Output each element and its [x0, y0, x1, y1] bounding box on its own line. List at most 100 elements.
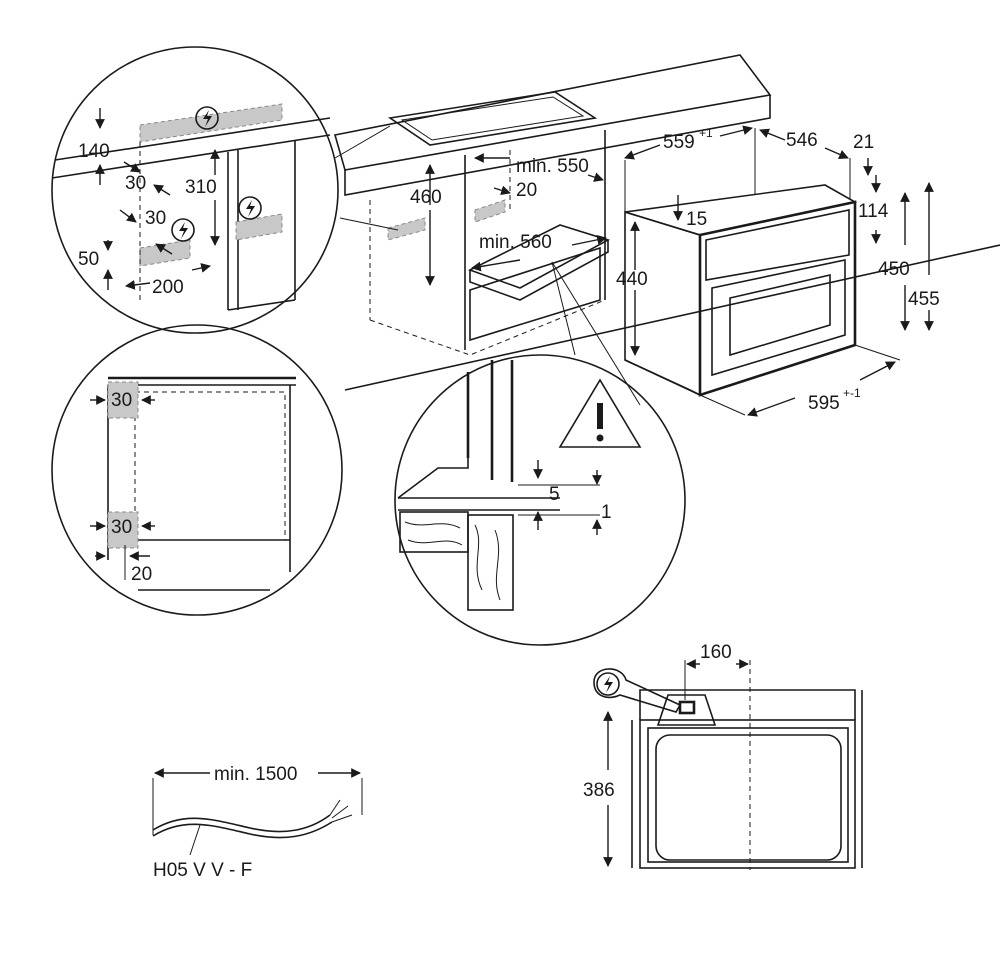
control-panel	[705, 209, 850, 281]
dim-546-right	[824, 147, 849, 159]
worktop-edge	[344, 95, 771, 196]
detail1-zone-right	[235, 213, 283, 241]
dim-20-arrow	[493, 185, 511, 196]
ext-line-b	[854, 344, 901, 361]
cable-length: min. 1500	[214, 764, 297, 785]
front-view: 160 386	[583, 642, 863, 870]
oven-bottom	[624, 359, 701, 396]
detail2-gap-top	[107, 381, 139, 419]
detail1-zone-left	[139, 239, 191, 267]
dim-546: 546	[786, 130, 818, 151]
dim-595: 595	[808, 393, 840, 414]
front-window	[655, 734, 842, 861]
dim-15: 15	[686, 209, 707, 230]
callout-line-1	[334, 125, 391, 159]
dim-559: 559	[663, 132, 695, 153]
worktop	[333, 54, 772, 171]
oven-window	[729, 273, 831, 357]
dim-50: 50	[78, 249, 99, 270]
front-outer	[639, 719, 856, 869]
dim-550-right	[587, 172, 604, 182]
dim-1: 1	[601, 502, 612, 523]
detail2-gap-bottom	[107, 511, 139, 549]
dim-546-left	[759, 128, 786, 141]
dim-595-right	[859, 361, 896, 381]
front-inner	[647, 727, 849, 863]
callout-line-4	[551, 261, 641, 406]
dim-30-top: 30	[111, 390, 132, 411]
dim-595-tol: +-1	[843, 386, 861, 400]
callout-line-3	[551, 261, 576, 356]
cable-leader	[189, 824, 201, 856]
callout-line-2	[339, 217, 399, 231]
dim-440: 440	[616, 269, 648, 290]
dim-20: 20	[516, 180, 537, 201]
detail3-wood-grain	[474, 524, 501, 601]
dim-30a-arrow	[123, 161, 141, 173]
cable-wires	[329, 799, 353, 823]
hob-inner	[400, 96, 585, 141]
oven-appliance: 559 +1 546 21 15 440 114 450 455	[616, 125, 940, 417]
electric-connection-icon	[171, 218, 195, 242]
dim-30b: 30	[145, 208, 166, 229]
dim-30b-arrow2	[155, 243, 173, 255]
detail-socket-position: 140 30 310 30 50 200	[51, 46, 339, 334]
electric-connection-icon	[195, 106, 219, 130]
dim-559-tol: +1	[699, 126, 713, 140]
detail2-oven-outline	[134, 391, 286, 541]
detail-ventilation: 30 30 20	[51, 324, 343, 616]
front-top-frame	[639, 689, 856, 720]
dim-560-left	[471, 259, 521, 272]
dim-450: 450	[878, 259, 910, 280]
plinth-dash	[369, 299, 606, 356]
dim-5: 5	[549, 484, 560, 505]
front-socket-box	[656, 694, 717, 726]
electric-connection-icon	[596, 672, 620, 696]
oven-side	[624, 210, 701, 397]
cable-type: H05 V V - F	[153, 860, 252, 881]
detail1-zone-top	[139, 103, 283, 143]
detail-circle-2	[51, 324, 343, 616]
hob-cutout	[387, 91, 598, 146]
detail3-profile	[397, 458, 469, 499]
cable-line-1	[152, 814, 331, 833]
cabinet-scene: 460 min. 550 20 min. 560	[333, 54, 1000, 391]
dim-560-right	[571, 234, 607, 246]
detail-circle-1	[51, 46, 339, 334]
cable-detail: min. 1500 H05 V V - F	[152, 764, 363, 881]
shelf-edge	[469, 240, 609, 301]
dim-21: 21	[853, 132, 874, 153]
dim-30b-arrow	[119, 209, 137, 223]
socket-zone-right	[474, 199, 506, 223]
dim-min560: min. 560	[479, 232, 552, 253]
dim-30a: 30	[125, 173, 146, 194]
dim-559-right	[719, 125, 753, 137]
ext-line-a	[699, 394, 746, 416]
dim-200-right	[191, 263, 211, 273]
lower-drawer	[469, 246, 601, 342]
dim-310: 310	[185, 177, 217, 198]
electric-connection-icon	[238, 196, 262, 220]
front-callout-bubble	[593, 668, 682, 713]
dim-595-left	[747, 397, 796, 417]
detail3-wood-shelf	[399, 511, 469, 553]
dim-200-left	[125, 280, 151, 290]
dim-30a-arrow2	[153, 184, 171, 196]
dim-114: 114	[858, 201, 889, 222]
front-socket	[678, 700, 696, 715]
dim-min550: min. 550	[516, 156, 589, 177]
dim-140: 140	[78, 141, 110, 162]
dim-20-mid: 20	[131, 564, 152, 585]
dim-30-bottom: 30	[111, 517, 132, 538]
dim-200: 200	[152, 277, 184, 298]
detail1-worktop-top	[54, 117, 331, 161]
detail-circle-3	[394, 354, 686, 646]
detail3-wood-post	[467, 514, 514, 611]
oven-front	[698, 200, 857, 397]
detail1-panel-bottom	[227, 299, 296, 311]
socket-zone-left	[387, 217, 426, 241]
detail3-shelf-grain	[404, 521, 463, 546]
floor-line	[344, 244, 1000, 391]
